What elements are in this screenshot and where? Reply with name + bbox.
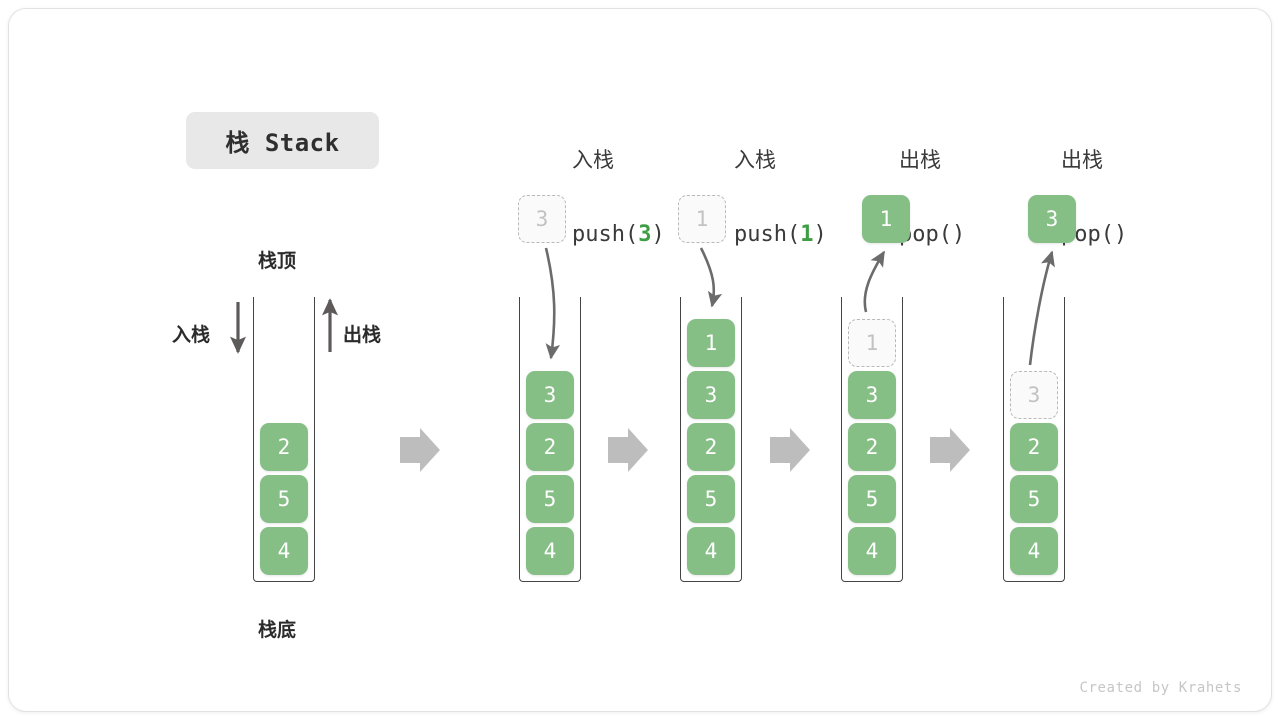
stack-cell: 2 bbox=[260, 423, 308, 471]
stack-cell: 4 bbox=[687, 527, 735, 575]
footer-credit: Created by Krahets bbox=[1079, 680, 1242, 696]
stack-cell: 4 bbox=[260, 527, 308, 575]
stack-cell: 5 bbox=[260, 475, 308, 523]
diagram-title-chip: 栈 Stack bbox=[186, 112, 379, 169]
step-stack-container bbox=[841, 297, 903, 582]
stack-cell-removed: 3 bbox=[1010, 371, 1058, 419]
stack-cell: 5 bbox=[848, 475, 896, 523]
stack-bottom-label: 栈底 bbox=[258, 619, 297, 641]
stack-cell: 3 bbox=[848, 371, 896, 419]
stack-cell: 4 bbox=[1010, 527, 1058, 575]
step-operation-cn: 出栈 bbox=[1060, 148, 1103, 172]
step-stack-container bbox=[519, 297, 581, 582]
stack-cell: 1 bbox=[687, 319, 735, 367]
reference-stack-container bbox=[253, 297, 315, 582]
stack-cell-removed: 1 bbox=[848, 319, 896, 367]
step-header: 入栈 push(3) bbox=[519, 105, 665, 290]
stack-cell: 2 bbox=[687, 423, 735, 471]
step-operation-cn: 出栈 bbox=[898, 148, 941, 172]
step-code-suffix: ) bbox=[651, 222, 665, 247]
step-code-value: 3 bbox=[638, 222, 652, 247]
step-code-value: 1 bbox=[800, 222, 814, 247]
step-code-suffix: ) bbox=[1113, 222, 1128, 247]
page-title: 栈 Stack bbox=[225, 129, 340, 157]
stack-top-label: 栈顶 bbox=[258, 250, 297, 272]
stack-cell: 3 bbox=[687, 371, 735, 419]
stack-cell: 4 bbox=[848, 527, 896, 575]
popped-result-cell: 3 bbox=[1028, 195, 1076, 243]
stack-cell: 4 bbox=[526, 527, 574, 575]
stack-cell: 5 bbox=[1010, 475, 1058, 523]
stack-cell: 2 bbox=[1010, 423, 1058, 471]
step-code-suffix: ) bbox=[951, 222, 966, 247]
step-header: 入栈 push(1) bbox=[681, 105, 827, 290]
step-operation-cn: 入栈 bbox=[571, 148, 614, 172]
stack-cell: 5 bbox=[687, 475, 735, 523]
step-stack-container bbox=[680, 297, 742, 582]
stack-cell: 2 bbox=[848, 423, 896, 471]
step-code-suffix: ) bbox=[813, 222, 827, 247]
stack-cell: 5 bbox=[526, 475, 574, 523]
step-code-prefix: push( bbox=[733, 222, 801, 247]
step-code-prefix: push( bbox=[571, 222, 639, 247]
popped-result-cell: 1 bbox=[862, 195, 910, 243]
pop-direction-label: 出栈 bbox=[343, 324, 382, 346]
stack-cell: 2 bbox=[526, 423, 574, 471]
floating-ghost-cell: 1 bbox=[678, 195, 726, 243]
stack-cell: 3 bbox=[526, 371, 574, 419]
step-stack-container bbox=[1003, 297, 1065, 582]
step-operation-cn: 入栈 bbox=[733, 148, 776, 172]
push-direction-label: 入栈 bbox=[172, 324, 211, 346]
floating-ghost-cell: 3 bbox=[518, 195, 566, 243]
